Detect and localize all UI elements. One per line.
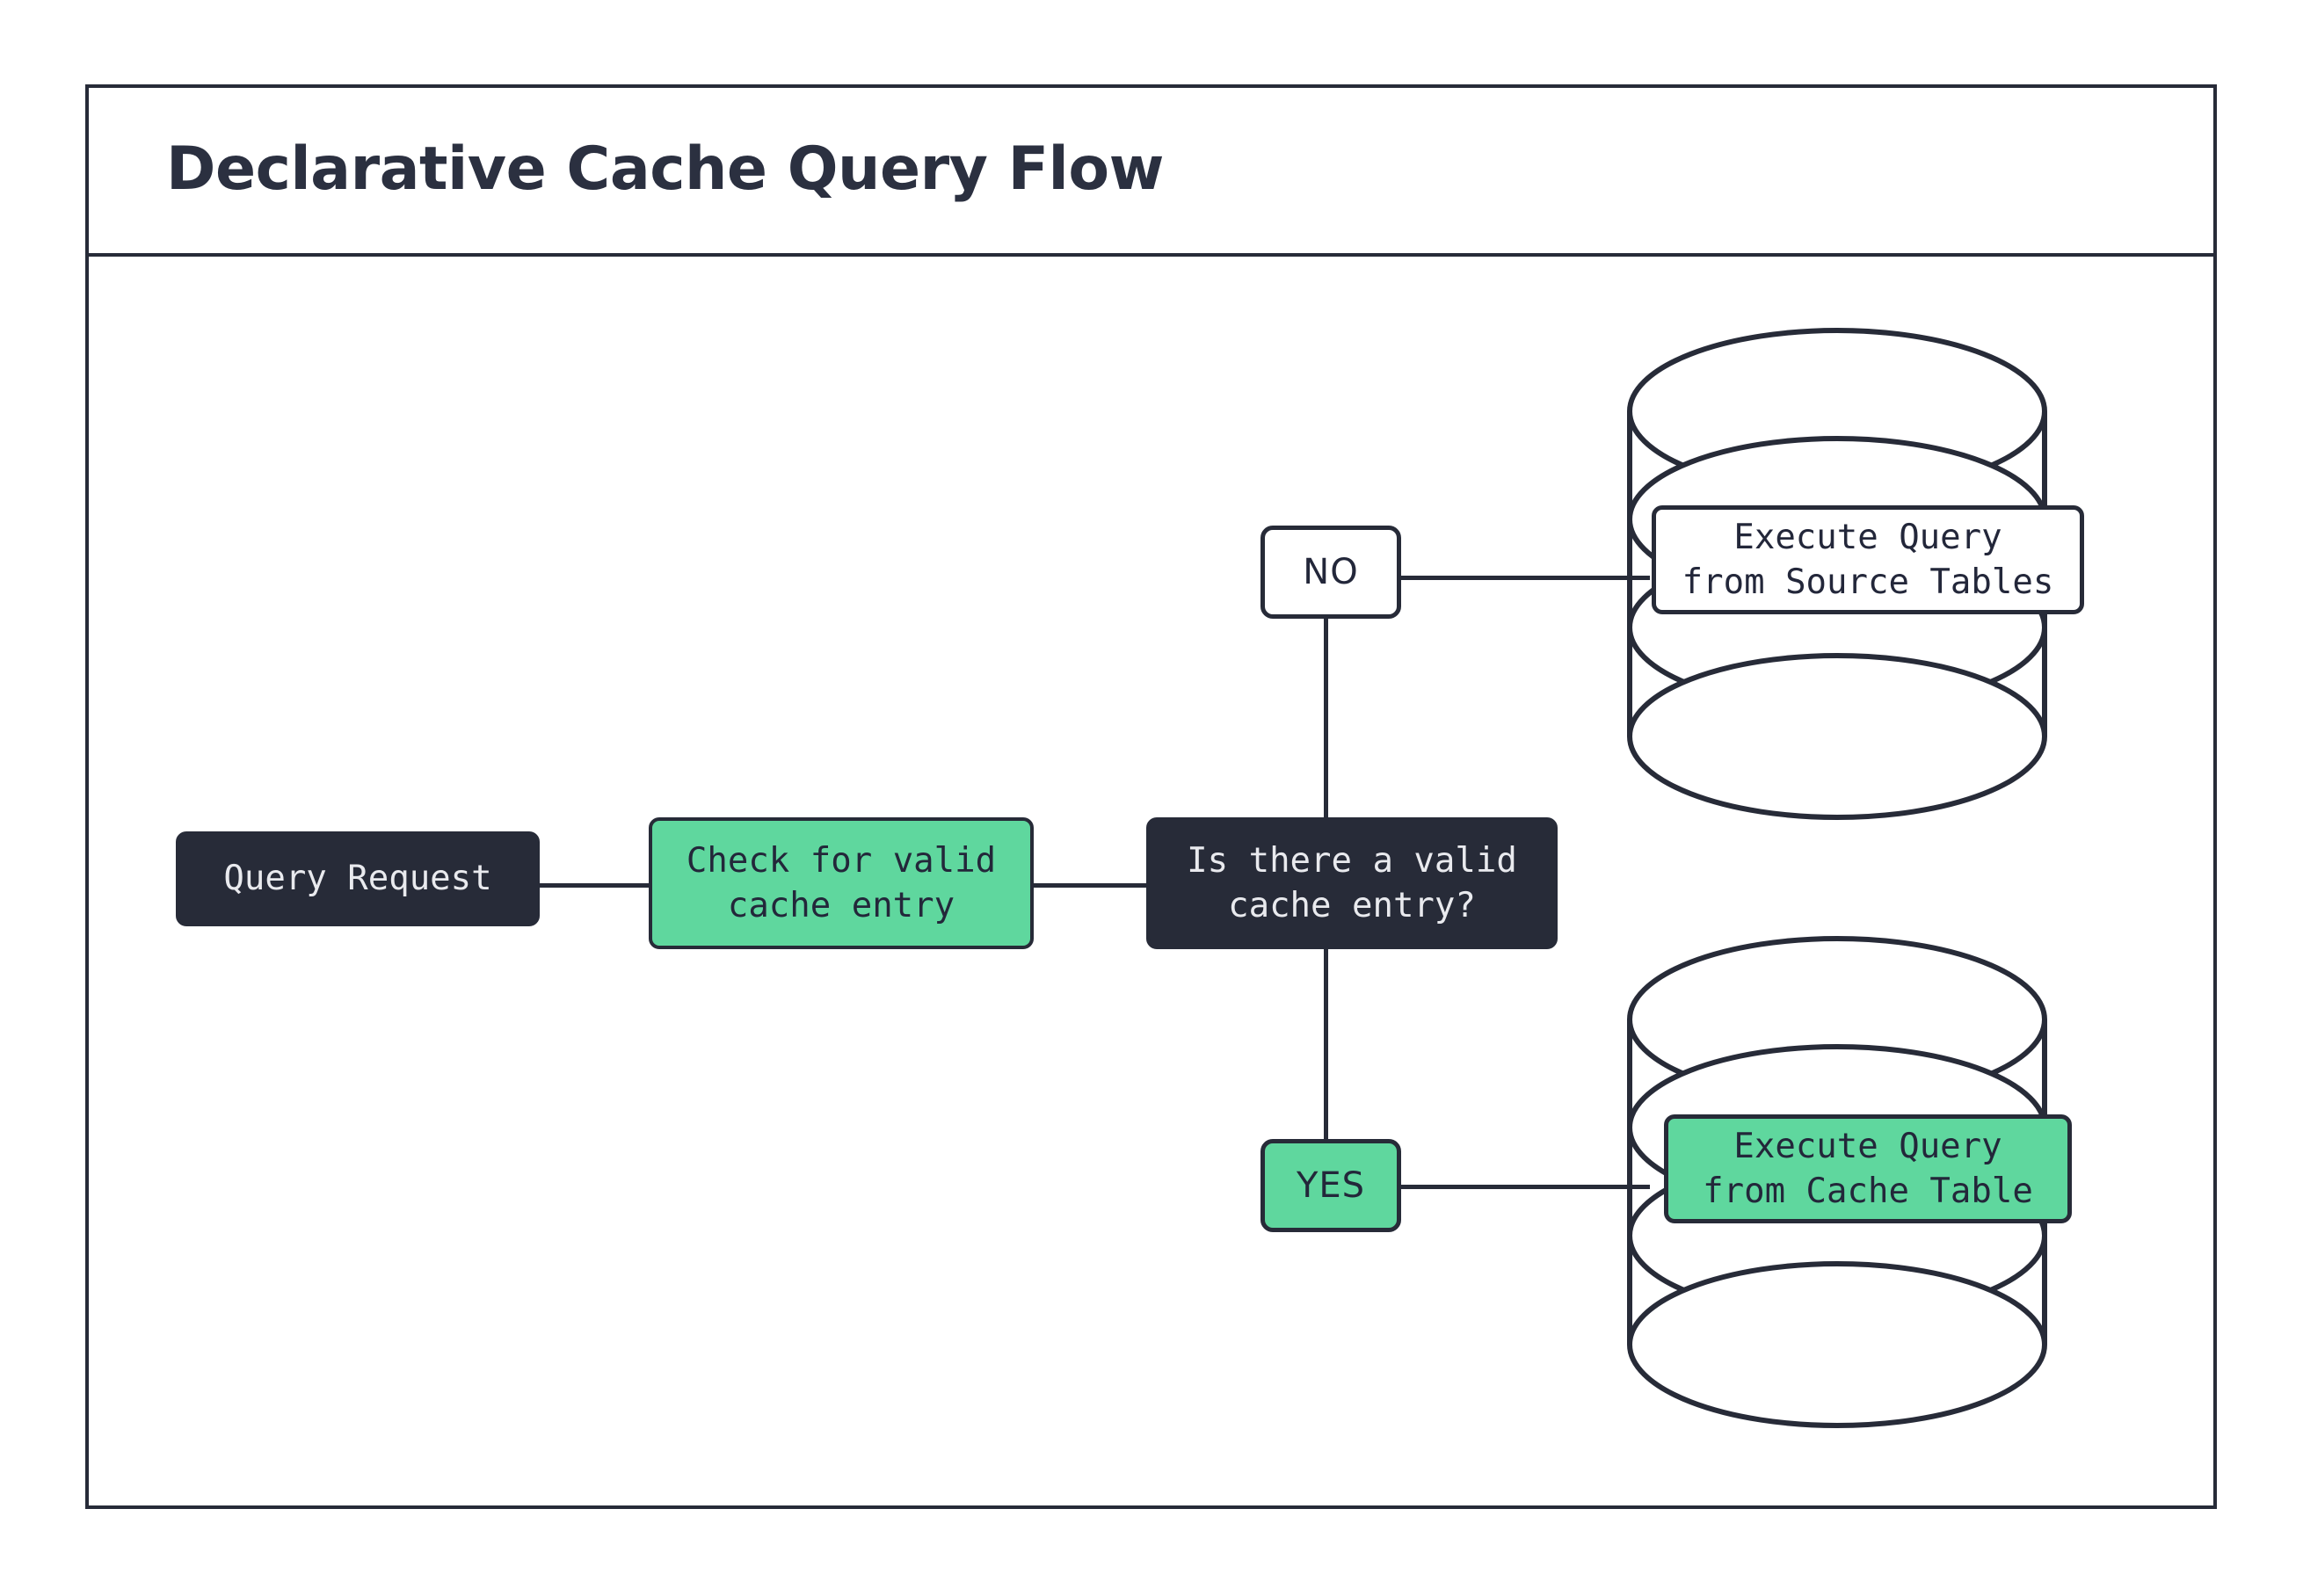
edge-check-to-decision: [1033, 883, 1147, 888]
node-label-cache-table[interactable]: Execute Query from Cache Table: [1664, 1114, 2072, 1223]
branch-label-no[interactable]: NO: [1260, 526, 1401, 619]
edge-no-to-source-tables: [1401, 576, 1650, 580]
edge-decision-to-yes: [1324, 944, 1328, 1146]
branch-label-yes[interactable]: YES: [1260, 1139, 1401, 1232]
node-label-source-tables[interactable]: Execute Query from Source Tables: [1652, 505, 2084, 614]
node-decision-valid-cache-entry[interactable]: Is there a valid cache entry?: [1146, 817, 1558, 949]
diagram-title-bar: Declarative Cache Query Flow: [85, 84, 2217, 257]
page-title: Declarative Cache Query Flow: [166, 134, 1164, 204]
edge-decision-to-no: [1324, 615, 1328, 819]
node-query-request[interactable]: Query Request: [176, 831, 540, 926]
edge-query-to-check: [539, 883, 650, 888]
edge-yes-to-cache-table: [1401, 1185, 1650, 1189]
node-check-cache[interactable]: Check for valid cache entry: [649, 817, 1034, 949]
